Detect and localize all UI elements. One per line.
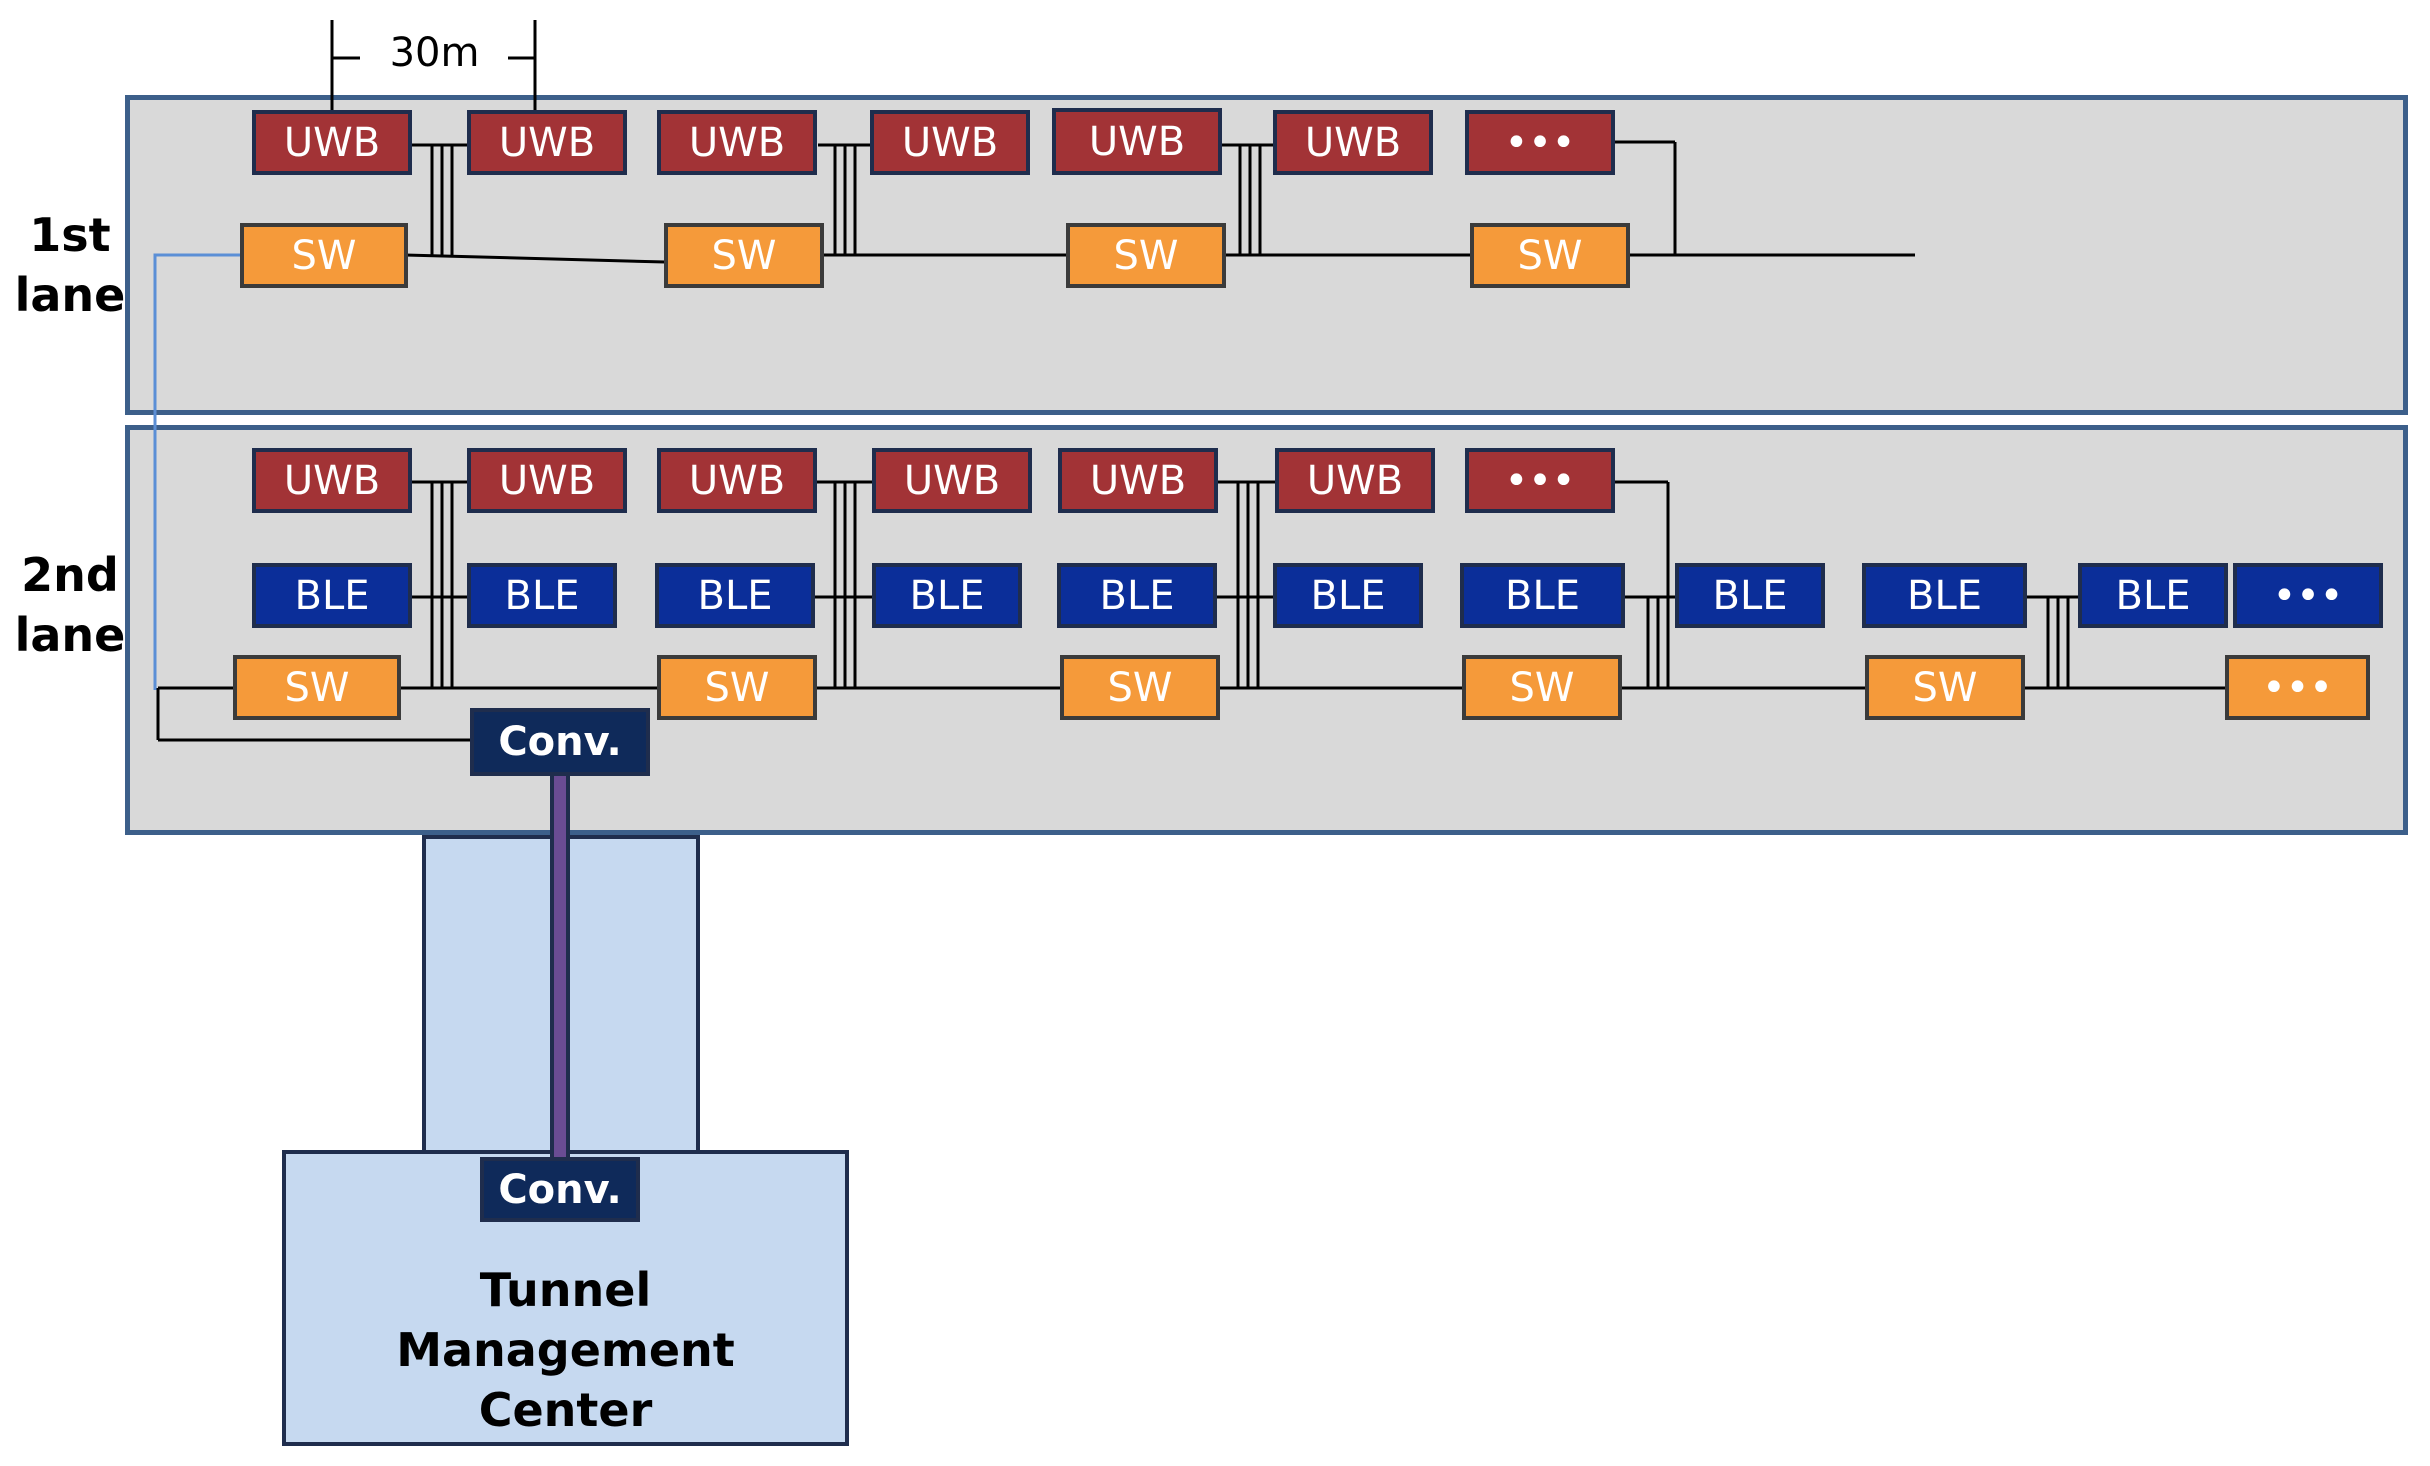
lane1-uwb-1: UWB — [252, 110, 412, 175]
lane1-uwb-4: UWB — [870, 110, 1030, 175]
lane2-sw-3: SW — [1060, 655, 1220, 720]
lane2-ble-5: BLE — [1057, 563, 1217, 628]
lane2-ble-3: BLE — [655, 563, 815, 628]
lane2-uwb-3: UWB — [657, 448, 817, 513]
lane-2-label: 2nd lane — [0, 545, 140, 665]
lane2-uwb-5: UWB — [1058, 448, 1218, 513]
lane2-ble-7: BLE — [1460, 563, 1625, 628]
lane1-uwb-more: ••• — [1465, 110, 1615, 175]
lane-1-label: 1st lane — [0, 205, 140, 325]
tunnel-management-center-label: Tunnel Management Center — [282, 1260, 849, 1440]
lane1-sw-1: SW — [240, 223, 408, 288]
lane-2-label-line1: 2nd — [21, 548, 119, 602]
lane2-uwb-2: UWB — [467, 448, 627, 513]
lane-1-label-line1: 1st — [29, 208, 111, 262]
lane-2-label-line2: lane — [14, 608, 126, 662]
lane2-sw-1: SW — [233, 655, 401, 720]
lane2-ble-6: BLE — [1273, 563, 1423, 628]
lane2-ble-10: BLE — [2078, 563, 2228, 628]
lane2-ble-1: BLE — [252, 563, 412, 628]
lane1-uwb-3: UWB — [657, 110, 817, 175]
center-label-line2: Management — [396, 1323, 735, 1377]
lane2-sw-5: SW — [1865, 655, 2025, 720]
lane2-uwb-1: UWB — [252, 448, 412, 513]
lane2-ble-more: ••• — [2233, 563, 2383, 628]
lane2-ble-9: BLE — [1862, 563, 2027, 628]
lane1-sw-4: SW — [1470, 223, 1630, 288]
center-label-line1: Tunnel — [479, 1263, 652, 1317]
tunnel-converter: Conv. — [470, 708, 650, 776]
lane1-sw-3: SW — [1066, 223, 1226, 288]
lane2-uwb-4: UWB — [872, 448, 1032, 513]
center-converter: Conv. — [480, 1157, 640, 1222]
lane2-ble-8: BLE — [1675, 563, 1825, 628]
lane2-sw-4: SW — [1462, 655, 1622, 720]
lane2-sw-2: SW — [657, 655, 817, 720]
lane2-ble-2: BLE — [467, 563, 617, 628]
lane2-sw-more: ••• — [2225, 655, 2370, 720]
lane1-uwb-2: UWB — [467, 110, 627, 175]
lane1-sw-2: SW — [664, 223, 824, 288]
center-label-line3: Center — [478, 1383, 653, 1437]
lane2-uwb-6: UWB — [1275, 448, 1435, 513]
lane1-uwb-6: UWB — [1273, 110, 1433, 175]
lane2-ble-4: BLE — [872, 563, 1022, 628]
lane1-uwb-5: UWB — [1052, 108, 1222, 175]
lane-1-label-line2: lane — [14, 268, 126, 322]
spacing-label: 30m — [362, 30, 507, 76]
lane2-uwb-more: ••• — [1465, 448, 1615, 513]
